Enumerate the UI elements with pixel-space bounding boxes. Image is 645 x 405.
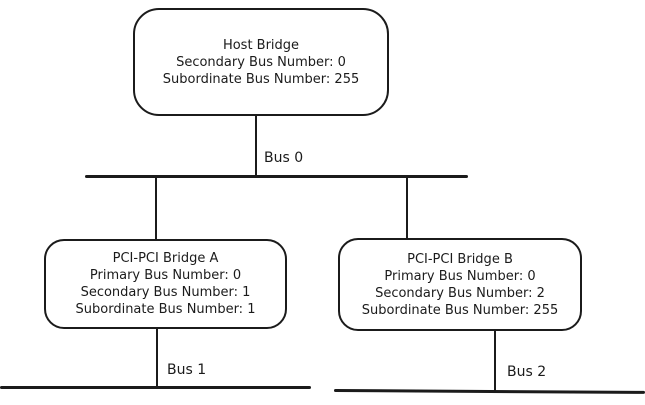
bus0-label: Bus 0 xyxy=(264,150,304,166)
connector-bus0-to-bridge-a xyxy=(155,177,157,240)
bus0-line xyxy=(85,175,468,178)
pci-pci-bridge-b-node: PCI-PCI Bridge B Primary Bus Number: 0 S… xyxy=(338,238,582,331)
connector-host-to-bus0 xyxy=(255,114,257,177)
node-title: PCI-PCI Bridge B xyxy=(407,251,513,267)
connector-bus0-to-bridge-b xyxy=(406,177,408,239)
connector-bridge-b-to-bus2 xyxy=(494,330,496,391)
node-detail: Primary Bus Number: 0 xyxy=(89,268,242,283)
node-title: Host Bridge xyxy=(222,37,300,53)
node-detail: Subordinate Bus Number: 1 xyxy=(75,302,256,317)
node-detail: Subordinate Bus Number: 255 xyxy=(361,302,559,318)
bus2-label: Bus 2 xyxy=(507,364,547,380)
node-detail: Secondary Bus Number: 1 xyxy=(80,285,251,300)
node-detail: Primary Bus Number: 0 xyxy=(384,268,536,284)
node-detail: Subordinate Bus Number: 255 xyxy=(162,71,360,87)
bus2-line xyxy=(333,389,645,394)
host-bridge-node: Host Bridge Secondary Bus Number: 0 Subo… xyxy=(133,8,389,116)
bus1-label: Bus 1 xyxy=(167,362,207,378)
node-title: PCI-PCI Bridge A xyxy=(112,251,219,266)
pci-pci-bridge-a-node: PCI-PCI Bridge A Primary Bus Number: 0 S… xyxy=(44,239,287,329)
connector-bridge-a-to-bus1 xyxy=(156,328,158,388)
bus1-line xyxy=(0,386,311,389)
node-detail: Secondary Bus Number: 0 xyxy=(176,54,346,70)
node-detail: Secondary Bus Number: 2 xyxy=(375,285,545,301)
